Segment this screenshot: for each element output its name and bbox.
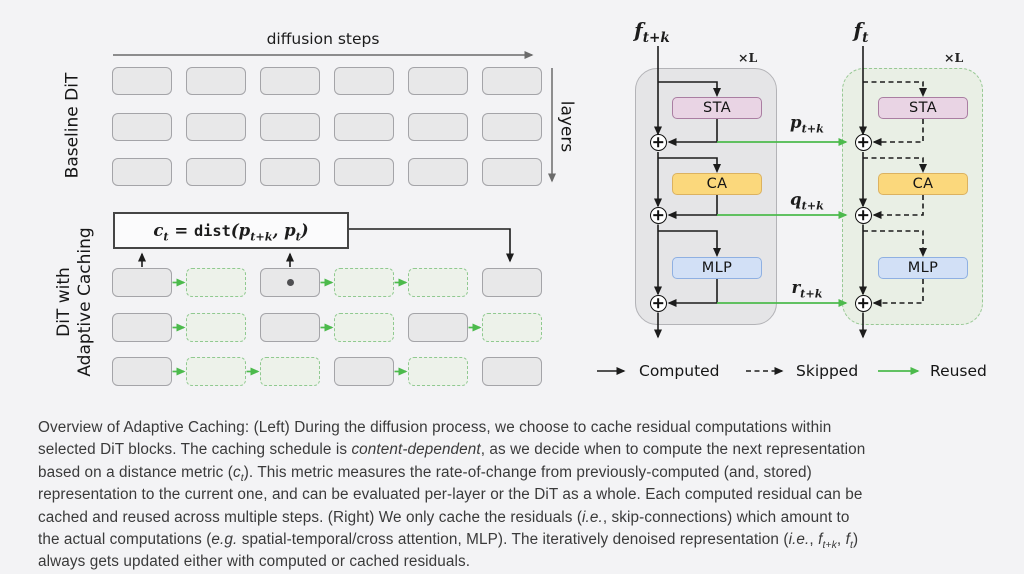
adaptive-cached-block: [334, 313, 394, 342]
figure-caption: Overview of Adaptive Caching: (Left) Dur…: [38, 419, 866, 571]
adaptive-computed-block: [482, 357, 542, 386]
adaptive-caching-label-line1: DiT with: [54, 267, 74, 337]
legend-computed-label: Computed: [639, 362, 720, 380]
baseline-block: [408, 113, 468, 141]
adaptive-computed-block: [334, 357, 394, 386]
adaptive-computed-block: [112, 268, 172, 297]
current-step-dot: [286, 279, 294, 286]
adaptive-computed-block: [482, 268, 542, 297]
mlp-module-skipped: MLP: [878, 257, 968, 279]
adaptive-cached-block: [260, 357, 320, 386]
mlp-module: MLP: [672, 257, 762, 279]
baseline-block: [408, 67, 468, 95]
p-residual-label: pt+k: [790, 113, 824, 136]
adaptive-computed-block: [112, 357, 172, 386]
ca-module: CA: [672, 173, 762, 195]
r-residual-label: rt+k: [791, 278, 823, 301]
baseline-block: [334, 158, 394, 186]
sta-module: STA: [672, 97, 762, 119]
baseline-block: [260, 113, 320, 141]
distance-metric-formula-box: ct = dist(pt+k, pt): [113, 212, 349, 249]
add-node: [854, 294, 872, 312]
add-node: [649, 133, 667, 151]
add-node: [854, 133, 872, 151]
add-node: [649, 206, 667, 224]
add-node: [854, 206, 872, 224]
baseline-block: [112, 158, 172, 186]
legend-reused-label: Reused: [930, 362, 987, 380]
baseline-block: [334, 113, 394, 141]
baseline-block: [260, 158, 320, 186]
metric-output-connector: [345, 228, 514, 263]
baseline-block: [334, 67, 394, 95]
distance-metric-formula: ct = dist(pt+k, pt): [153, 221, 309, 244]
repeat-L-label: ×L: [944, 50, 964, 65]
adaptive-cached-block: [186, 313, 246, 342]
adaptive-cached-block: [334, 268, 394, 297]
adaptive-computed-block: [112, 313, 172, 342]
baseline-block: [482, 158, 542, 186]
adaptive-cached-block: [408, 357, 468, 386]
baseline-block: [112, 113, 172, 141]
ca-module-skipped: CA: [878, 173, 968, 195]
repeat-L-label: ×L: [738, 50, 758, 65]
adaptive-caching-label-line2: Adaptive Caching: [75, 227, 95, 377]
adaptive-cached-block: [186, 268, 246, 297]
adaptive-computed-block: [260, 268, 320, 297]
legend-skipped-label: Skipped: [796, 362, 859, 380]
f-t-plus-k-label: ft+k: [634, 18, 670, 46]
layers-label: layers: [556, 100, 577, 153]
sta-module-skipped: STA: [878, 97, 968, 119]
baseline-block: [186, 113, 246, 141]
f-t-label: ft: [853, 18, 869, 46]
adaptive-cached-block: [408, 268, 468, 297]
baseline-block: [408, 158, 468, 186]
baseline-block: [482, 67, 542, 95]
baseline-dit-label: Baseline DiT: [62, 72, 83, 179]
baseline-block: [186, 67, 246, 95]
baseline-block: [186, 158, 246, 186]
adaptive-computed-block: [260, 313, 320, 342]
diffusion-steps-label: diffusion steps: [266, 30, 380, 48]
q-residual-label: qt+k: [790, 190, 824, 213]
adaptive-cached-block: [186, 357, 246, 386]
baseline-block: [112, 67, 172, 95]
adaptive-cached-block: [482, 313, 542, 342]
baseline-block: [482, 113, 542, 141]
baseline-block: [260, 67, 320, 95]
adaptive-computed-block: [408, 313, 468, 342]
add-node: [649, 294, 667, 312]
adaptive-caching-label: DiT with Adaptive Caching: [54, 222, 96, 382]
